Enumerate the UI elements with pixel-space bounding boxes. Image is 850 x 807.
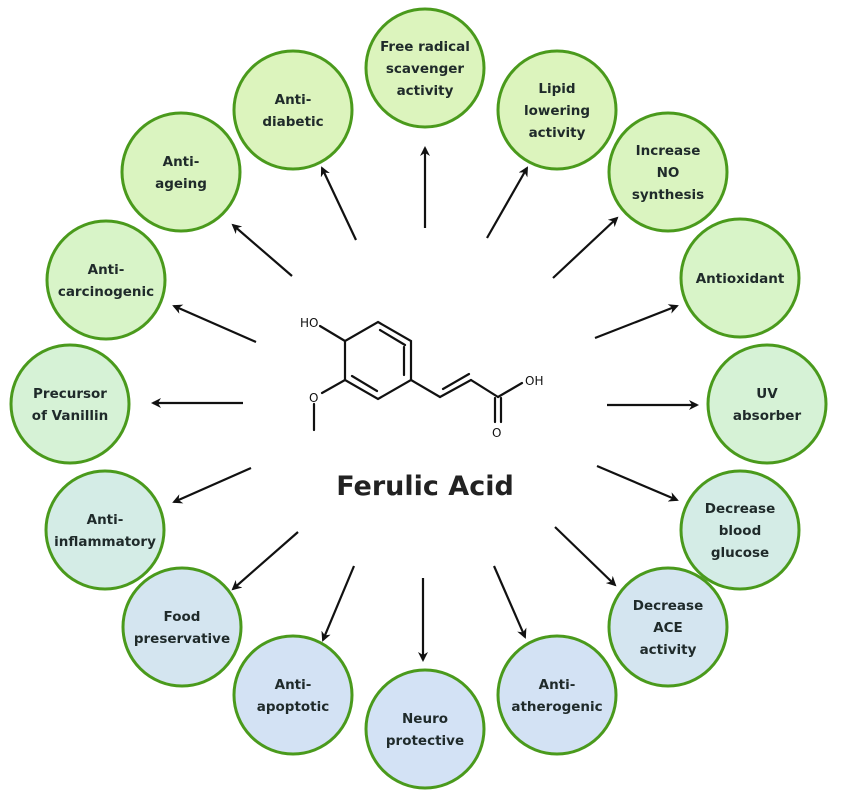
carboxyl-bond xyxy=(469,378,500,399)
node-antioxidant: Antioxidant xyxy=(679,217,801,339)
arrow-to-anti-atherogenic xyxy=(492,565,527,639)
node-label-line: preservative xyxy=(134,631,230,647)
side-chain-bond xyxy=(409,378,442,399)
benzene-ring xyxy=(343,320,413,401)
arrow-to-antioxidant xyxy=(594,304,679,340)
node-circle xyxy=(679,217,801,339)
node-label-line: Anti- xyxy=(87,512,124,528)
node-circle xyxy=(496,634,618,756)
hydroxyl-bond xyxy=(318,324,347,343)
diagram-title: Ferulic Acid xyxy=(336,471,514,502)
node-label-line: synthesis xyxy=(632,187,704,203)
node-circle xyxy=(9,343,131,465)
node-precursor-vanillin: Precursor of Vanillin xyxy=(9,343,131,465)
node-label-line: apoptotic xyxy=(257,699,330,715)
node-circle xyxy=(232,634,354,756)
node-circle xyxy=(121,566,243,688)
carbonyl-oxygen-label: O xyxy=(492,426,501,440)
arrow-to-food-preservative xyxy=(231,531,299,591)
node-label-line: Decrease xyxy=(633,598,703,614)
node-uv-absorber: UV absorber xyxy=(706,343,828,465)
node-circle xyxy=(706,343,828,465)
node-circle xyxy=(607,566,729,688)
node-label-line: of Vanillin xyxy=(32,408,108,424)
arrow-to-decrease-ace xyxy=(554,526,617,587)
node-lipid-lowering: Lipid lowering activity xyxy=(496,49,618,171)
node-label-line: Neuro xyxy=(402,711,448,727)
hydroxyl-label: HO xyxy=(300,316,318,330)
ring-double-bond xyxy=(350,374,379,393)
node-label-line: glucose xyxy=(711,545,769,561)
arrow-to-anti-inflammatory xyxy=(172,466,252,504)
node-label-line: Antioxidant xyxy=(696,271,785,287)
node-label-line: UV xyxy=(756,386,778,402)
node-anti-carcinogenic: Anti-carcinogenic xyxy=(45,219,167,341)
node-circle xyxy=(232,49,354,171)
effect-nodes: Free radical scavenger activity Lipid loweri… xyxy=(9,7,828,790)
ring-double-bond xyxy=(378,328,407,347)
node-label-line: Lipid xyxy=(538,81,575,97)
arrows xyxy=(151,146,699,662)
alkene-bond xyxy=(438,378,473,399)
node-label-line: diabetic xyxy=(262,114,323,130)
node-label-line: Anti- xyxy=(275,677,312,693)
arrow-to-anti-carcinogenic xyxy=(172,304,257,344)
node-label-line: inflammatory xyxy=(54,534,156,550)
acid-oh-bond xyxy=(496,381,524,399)
node-anti-atherogenic: Anti-atherogenic xyxy=(496,634,618,756)
node-label-line: protective xyxy=(386,733,464,749)
node-anti-inflammatory: Anti-inflammatory xyxy=(44,469,166,591)
node-label-line: lowering xyxy=(524,103,590,119)
node-label-line: activity xyxy=(640,642,697,658)
arrow-to-anti-apoptotic xyxy=(321,565,356,642)
node-circle xyxy=(364,668,486,790)
node-label-line: activity xyxy=(397,83,454,99)
node-label-line: Decrease xyxy=(705,501,775,517)
node-anti-ageing: Anti-ageing xyxy=(120,111,242,233)
node-label-line: NO xyxy=(657,165,680,181)
node-label-line: Anti- xyxy=(539,677,576,693)
node-label-line: blood xyxy=(719,523,762,539)
node-food-preservative: Food preservative xyxy=(121,566,243,688)
node-label-line: ageing xyxy=(155,176,207,192)
node-label-line: Precursor xyxy=(33,386,107,402)
node-anti-diabetic: Anti-diabetic xyxy=(232,49,354,171)
node-circle xyxy=(364,7,486,129)
methoxy-oxygen-label: O xyxy=(309,391,318,405)
node-label-line: atherogenic xyxy=(511,699,602,715)
node-label-line: Anti- xyxy=(88,262,125,278)
node-circle xyxy=(607,111,729,233)
node-label-line: ACE xyxy=(653,620,683,636)
node-label-line: Anti- xyxy=(163,154,200,170)
node-label-line: Free radical xyxy=(380,39,470,55)
arrow-to-increase-no xyxy=(552,216,619,279)
arrow-to-anti-ageing xyxy=(231,223,293,277)
node-free-radical: Free radical scavenger activity xyxy=(364,7,486,129)
node-circle xyxy=(45,219,167,341)
node-label-line: carcinogenic xyxy=(58,284,154,300)
node-label-line: Food xyxy=(164,609,201,625)
node-circle xyxy=(496,49,618,171)
node-label-line: scavenger xyxy=(386,61,465,77)
methoxy-bond xyxy=(320,378,347,395)
node-label-line: Increase xyxy=(636,143,701,159)
node-circle xyxy=(120,111,242,233)
arrow-to-decrease-blood-glucose xyxy=(596,464,679,502)
ferulic-acid-molecule-structure xyxy=(312,320,524,432)
node-anti-apoptotic: Anti-apoptotic xyxy=(232,634,354,756)
node-neuro-protective: Neuro protective xyxy=(364,668,486,790)
node-label-line: Anti- xyxy=(275,92,312,108)
node-circle xyxy=(679,469,801,591)
alkene-double-bond xyxy=(441,372,471,391)
arrow-to-lipid-lowering xyxy=(486,166,528,239)
node-circle xyxy=(44,469,166,591)
acid-hydroxyl-label: OH xyxy=(525,374,543,388)
node-label-line: activity xyxy=(529,125,586,141)
node-label-line: absorber xyxy=(733,408,802,424)
node-decrease-blood-glucose: Decrease blood glucose xyxy=(679,469,801,591)
arrow-to-anti-diabetic xyxy=(320,166,357,241)
